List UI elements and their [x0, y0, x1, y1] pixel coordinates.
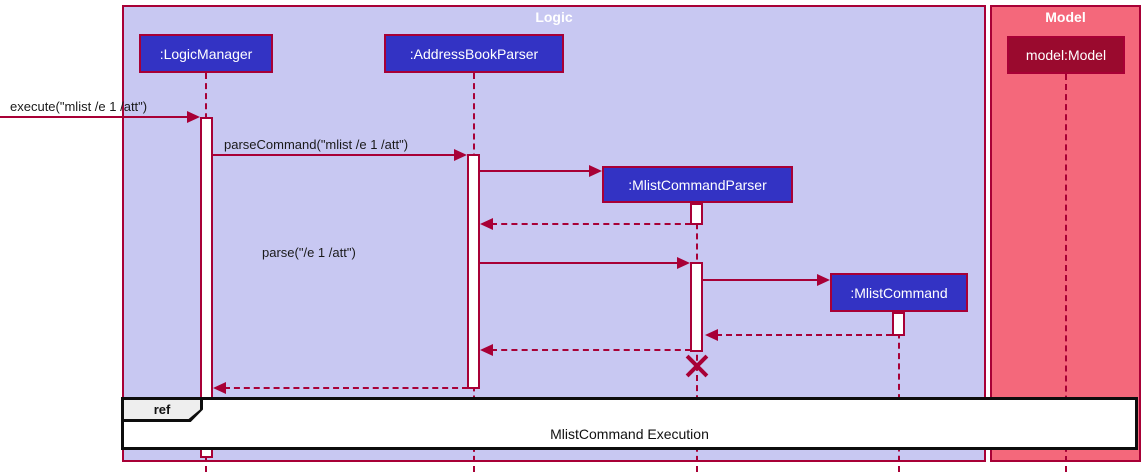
message-parse-command-line	[213, 154, 457, 156]
arrowhead-left-icon	[705, 329, 718, 341]
arrowhead-right-icon	[589, 165, 602, 177]
logic-frame	[122, 5, 986, 462]
activation-address-book-parser	[467, 154, 480, 389]
ref-keyword-label: ref	[153, 402, 171, 417]
ref-keyword-tab: ref	[121, 397, 203, 422]
message-parse-label: parse("/e 1 /att")	[262, 245, 356, 260]
activation-mlist-command-parser-parse	[690, 262, 703, 352]
arrowhead-right-icon	[677, 257, 690, 269]
message-return-parser-line	[491, 223, 691, 225]
message-execute-label: execute("mlist /e 1 /att")	[10, 99, 148, 114]
message-parse-command-label: parseCommand("mlist /e 1 /att")	[224, 137, 409, 152]
lifeline-mlist-command	[898, 312, 900, 472]
message-return-to-abp-line	[491, 349, 691, 351]
participant-model: model:Model	[1007, 36, 1125, 74]
ref-fragment-label: MlistCommand Execution	[550, 426, 709, 442]
message-create-parser-line	[480, 170, 592, 172]
message-create-command-line	[703, 279, 820, 281]
participant-logic-manager: :LogicManager	[139, 34, 273, 73]
participant-mlist-command-label: :MlistCommand	[850, 284, 948, 301]
ref-fragment	[121, 397, 1138, 450]
activation-mlist-command-parser-create	[690, 203, 703, 225]
participant-logic-manager-label: :LogicManager	[159, 45, 253, 62]
arrowhead-right-icon	[454, 149, 467, 161]
destroy-cross-icon	[683, 352, 711, 380]
participant-address-book-parser: :AddressBookParser	[384, 34, 564, 73]
participant-mlist-command-parser-label: :MlistCommandParser	[628, 176, 767, 193]
message-execute-line	[0, 116, 189, 118]
arrowhead-left-icon	[480, 344, 493, 356]
activation-logic-manager	[200, 117, 213, 458]
activation-mlist-command	[892, 312, 905, 336]
arrowhead-left-icon	[480, 218, 493, 230]
message-parse-line	[480, 262, 680, 264]
message-return-command-line	[716, 334, 892, 336]
message-return-to-lm-line	[224, 387, 468, 389]
participant-model-label: model:Model	[1025, 47, 1107, 63]
participant-address-book-parser-label: :AddressBookParser	[409, 45, 539, 62]
lifeline-model	[1065, 74, 1067, 472]
arrowhead-right-icon	[187, 111, 200, 123]
participant-mlist-command: :MlistCommand	[830, 273, 968, 312]
arrowhead-left-icon	[213, 382, 226, 394]
participant-mlist-command-parser: :MlistCommandParser	[602, 166, 793, 203]
arrowhead-right-icon	[817, 274, 830, 286]
